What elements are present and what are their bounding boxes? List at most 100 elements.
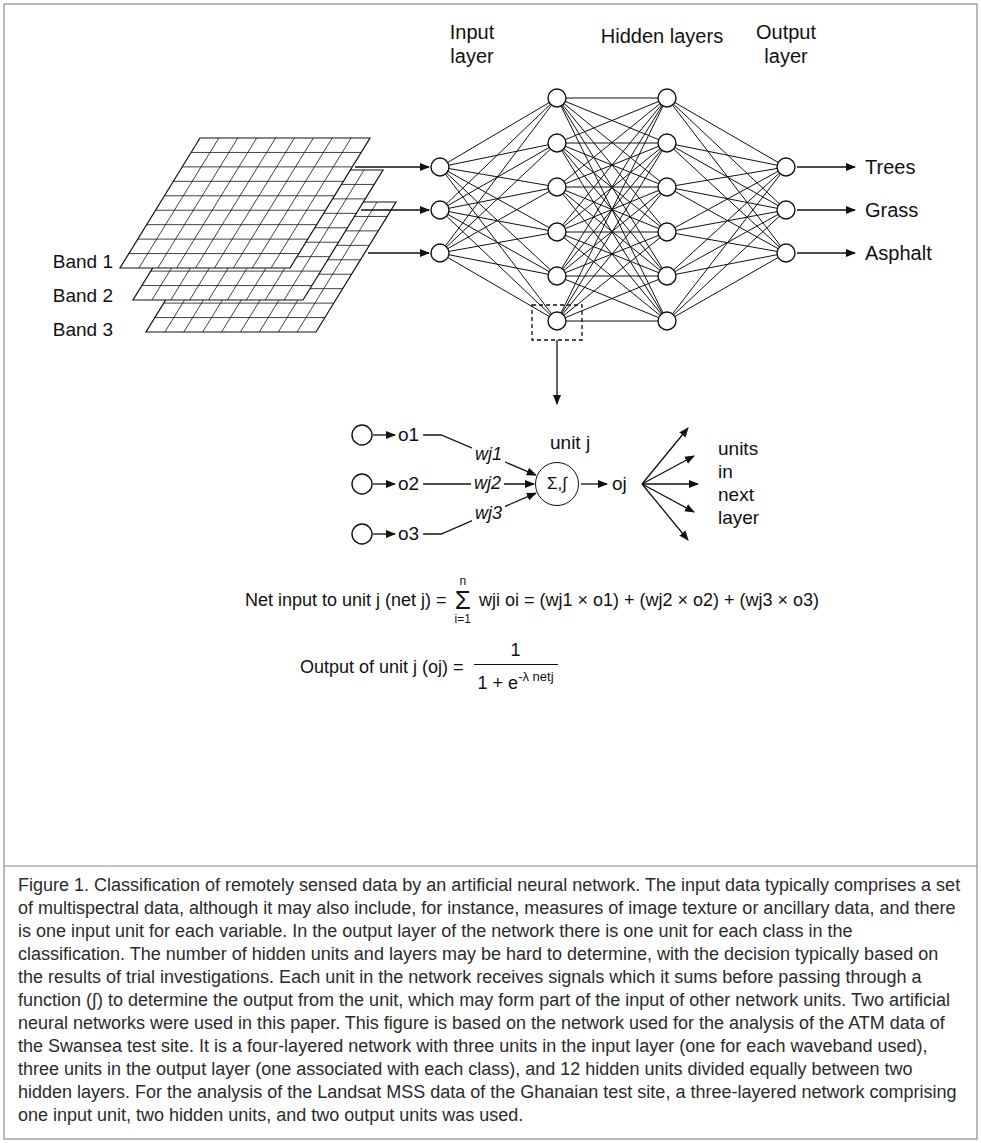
grid-line <box>191 152 361 153</box>
equation-text: wji oi = (wj1 × o1) + (wj2 × o2) + (wj3 … <box>479 590 819 611</box>
output-arrow <box>581 483 607 484</box>
denominator: 1 + e-λ netj <box>474 664 558 694</box>
band-grids <box>120 138 396 332</box>
band-arrow <box>368 252 429 253</box>
equation-text: Net input to unit j (net j) = <box>245 590 447 611</box>
output-symbol: oj <box>612 473 627 496</box>
network-unit <box>548 267 566 285</box>
network-link <box>667 98 786 253</box>
network-link <box>557 98 667 321</box>
caption-separator <box>4 865 977 866</box>
network-link <box>557 98 667 276</box>
grid-line <box>151 271 321 272</box>
network-unit <box>658 223 676 241</box>
unit-symbol <box>350 521 398 547</box>
network-link <box>557 98 667 232</box>
network-link <box>440 253 557 276</box>
band-arrow <box>355 166 429 167</box>
sum-symbol: Σ <box>455 587 471 613</box>
network-unit <box>658 134 676 152</box>
unit-output: o3 <box>398 523 419 545</box>
network-link <box>440 98 557 210</box>
output-arrow <box>797 166 855 167</box>
network-link <box>557 232 667 321</box>
network-link <box>667 98 786 167</box>
network-unit <box>431 244 449 262</box>
network-unit <box>658 89 676 107</box>
network-link <box>440 187 557 253</box>
arrows <box>355 167 855 540</box>
fraction: 11 + e-λ netj <box>474 640 558 694</box>
network-link <box>667 253 786 276</box>
equation-text: 1 + e <box>478 673 519 693</box>
network-link <box>557 143 667 321</box>
grid-line <box>147 224 317 225</box>
band-grid <box>120 138 370 268</box>
numerator: 1 <box>511 640 521 664</box>
network-unit <box>548 223 566 241</box>
network-units <box>431 89 795 330</box>
layer-heading: Input layer <box>437 20 507 68</box>
unit-symbol <box>350 422 398 448</box>
network-link <box>667 143 786 253</box>
grid-line <box>173 181 343 182</box>
figure-caption: Figure 1. Classification of remotely sen… <box>18 874 963 1127</box>
weight-label: wj2 <box>471 473 504 495</box>
network-link <box>557 187 667 321</box>
network-unit <box>658 178 676 196</box>
fan-arrow <box>642 484 694 512</box>
network-unit <box>431 158 449 176</box>
grid-line <box>252 138 332 268</box>
network-unit <box>777 158 795 176</box>
network-link <box>667 253 786 321</box>
unit-function: Σ,∫ <box>547 474 567 494</box>
equation-row: Net input to unit j (net j) = nΣi=1 wji oi… <box>245 575 819 625</box>
exponent: -λ netj <box>518 669 553 684</box>
network-link <box>440 143 557 167</box>
network-unit <box>548 178 566 196</box>
network-link <box>440 253 557 321</box>
network-link <box>667 210 786 321</box>
layer-heading: Output layer <box>749 20 824 68</box>
network-unit <box>658 267 676 285</box>
equation-row: Output of unit j (oj) =11 + e-λ netj <box>300 640 558 694</box>
unit-circle <box>352 474 372 494</box>
network-link <box>667 143 786 167</box>
grid-line <box>155 317 325 318</box>
network-link <box>440 210 557 232</box>
network-link <box>557 98 667 143</box>
network-link <box>557 98 667 232</box>
grid-line <box>158 138 238 268</box>
layer-heading: Hidden layers <box>601 24 723 48</box>
grid-line <box>233 138 313 268</box>
network-unit <box>548 312 566 330</box>
network-link <box>557 98 667 276</box>
unit-symbol <box>350 471 398 497</box>
band-name: Band 2 <box>53 285 113 308</box>
unit-output: o1 <box>398 424 419 446</box>
network-link <box>557 98 667 99</box>
grid-line <box>139 138 219 268</box>
network-link <box>440 232 557 253</box>
class-name: Grass <box>865 198 918 222</box>
network-link <box>557 276 667 321</box>
band-outline <box>120 138 370 268</box>
network-unit <box>658 312 676 330</box>
fan-arrow <box>642 483 698 484</box>
network-link <box>557 232 667 321</box>
output-arrow <box>797 209 855 210</box>
detail-box <box>532 305 582 340</box>
grid-line <box>138 239 308 240</box>
grid-line <box>156 210 326 211</box>
grid-line <box>182 166 352 167</box>
sum-limit: n <box>459 575 466 587</box>
network-unit <box>548 134 566 152</box>
class-name: Asphalt <box>865 241 932 265</box>
figure-border <box>4 4 977 1139</box>
note-text: units in next layer <box>718 438 768 529</box>
sum-symbol-group: nΣi=1 <box>455 575 471 625</box>
network-link <box>557 321 667 322</box>
network-link <box>440 143 557 253</box>
network-link <box>557 98 667 143</box>
